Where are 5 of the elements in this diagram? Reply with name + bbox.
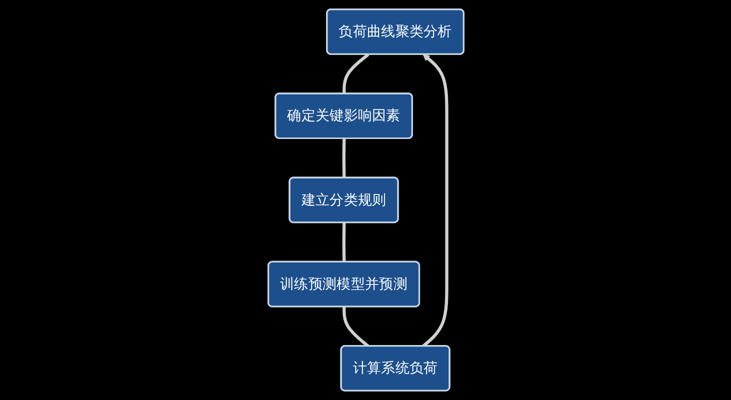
connector: [342, 222, 346, 262]
connector: [342, 306, 369, 348]
connector: [342, 53, 369, 94]
connector: [342, 138, 346, 178]
arrow: [422, 54, 448, 348]
